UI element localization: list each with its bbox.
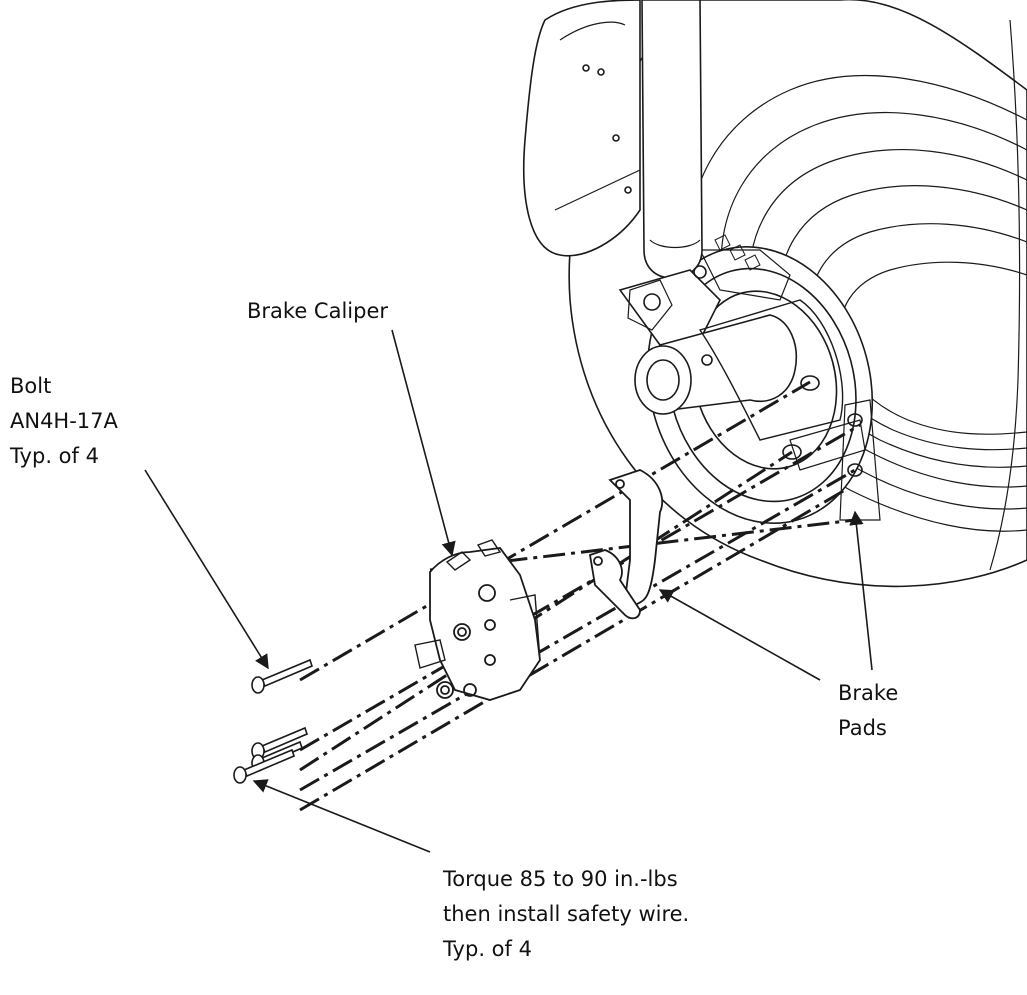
brake-caliper-label: Brake Caliper <box>247 294 388 329</box>
leader-brake-pads-1 <box>658 589 821 681</box>
brake-pads-label-line-2: Pads <box>838 716 887 740</box>
gear-leg <box>522 0 863 477</box>
torque-label: Torque 85 to 90 in.-lbs then install saf… <box>443 862 689 967</box>
leader-bolt <box>144 469 269 670</box>
leader-torque <box>252 779 431 853</box>
leader-brake-caliper <box>391 329 456 557</box>
brake-pads-label: Brake Pads <box>838 676 898 746</box>
leader-brake-pads-2 <box>849 510 873 671</box>
bolts <box>233 658 313 784</box>
torque-label-line-3: Typ. of 4 <box>443 937 532 961</box>
bolt-label-line-1: Bolt <box>10 374 52 398</box>
brake-pads <box>588 469 664 620</box>
bolt-label-line-2: AN4H-17A <box>10 409 118 433</box>
brake-caliper <box>414 539 541 701</box>
bolt-2 <box>251 726 308 760</box>
brake-caliper-text: Brake Caliper <box>247 299 389 323</box>
bolt-label: Bolt AN4H-17A Typ. of 4 <box>10 369 118 474</box>
alignment-lines <box>299 380 861 812</box>
brake-pads-label-line-1: Brake <box>838 681 899 705</box>
bolt-4 <box>233 748 295 784</box>
torque-label-line-2: then install safety wire. <box>443 902 690 926</box>
bolt-1 <box>251 658 313 694</box>
leader-lines <box>144 329 873 853</box>
torque-label-line-1: Torque 85 to 90 in.-lbs <box>443 867 678 891</box>
bolt-label-line-3: Typ. of 4 <box>10 444 99 468</box>
